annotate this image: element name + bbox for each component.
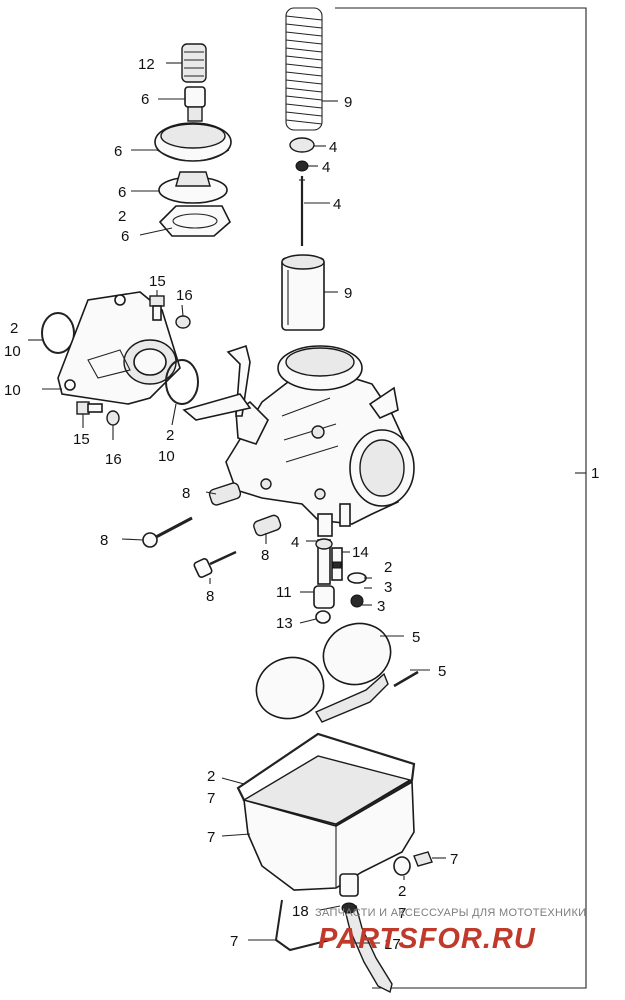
needle-jet bbox=[315, 538, 333, 585]
callout-16-lower: 16 bbox=[105, 451, 122, 468]
callout-8-stop-screw: 8 bbox=[100, 532, 108, 549]
o-ring-mid bbox=[165, 359, 199, 405]
callout-6-locknut: 6 bbox=[141, 91, 149, 108]
callout-7-drain-screw: 7 bbox=[450, 851, 458, 868]
tube-clamp bbox=[341, 902, 357, 914]
drain-tube bbox=[343, 905, 393, 994]
top-cap-ring bbox=[154, 122, 232, 162]
float-bowl bbox=[242, 755, 415, 891]
callout-15-upper: 15 bbox=[149, 273, 166, 290]
callout-2-gasket: 2 bbox=[118, 208, 126, 225]
callout-10-mid: 10 bbox=[158, 448, 175, 465]
main-jet bbox=[315, 610, 331, 624]
callout-6-cap: 6 bbox=[118, 184, 126, 201]
callout-13: 13 bbox=[276, 615, 293, 632]
callout-7-drain: 7 bbox=[398, 905, 406, 922]
callout-2-seat: 2 bbox=[384, 559, 392, 576]
bolt-lower bbox=[76, 401, 103, 415]
callout-3-valve: 3 bbox=[377, 598, 385, 615]
throttle-slide bbox=[281, 254, 325, 331]
callout-4-needle: 4 bbox=[333, 196, 341, 213]
callout-17: 17 bbox=[384, 936, 401, 953]
callout-9-spring: 9 bbox=[344, 94, 352, 111]
pilot-screw bbox=[193, 550, 237, 579]
slow-jet bbox=[331, 547, 343, 581]
callout-2-mid: 2 bbox=[166, 427, 174, 444]
callout-15-lower: 15 bbox=[73, 431, 90, 448]
float-pin bbox=[393, 670, 419, 688]
callout-4-retainer: 4 bbox=[329, 139, 337, 156]
callout-14: 14 bbox=[352, 544, 369, 561]
callout-7-bowl: 7 bbox=[207, 829, 215, 846]
breather-tube-clip bbox=[274, 899, 331, 952]
callout-5-pin: 5 bbox=[438, 663, 446, 680]
stop-screw-spring bbox=[253, 514, 282, 537]
callout-7-tube: 7 bbox=[230, 933, 238, 950]
washer-upper bbox=[175, 315, 191, 329]
float-valve-seat bbox=[347, 572, 367, 608]
needle-retainer bbox=[289, 137, 315, 153]
needle-jet-holder bbox=[313, 585, 335, 609]
insulator-manifold bbox=[57, 291, 181, 405]
callout-6-ring: 6 bbox=[114, 143, 122, 160]
watermark: ЗАПЧАСТИ И АКСЕССУАРЫ ДЛЯ МОТОТЕХНИКИ PA… bbox=[315, 907, 586, 955]
callout-2-drain: 2 bbox=[398, 883, 406, 900]
callout-6-gasket: 6 bbox=[121, 228, 129, 245]
jet-needle bbox=[299, 176, 305, 246]
callout-9-slide: 9 bbox=[344, 285, 352, 302]
callout-8-pilot-screw: 8 bbox=[206, 588, 214, 605]
callout-3-seat: 3 bbox=[384, 579, 392, 596]
callout-10-left: 10 bbox=[4, 343, 21, 360]
callout-7-gasket: 7 bbox=[207, 790, 215, 807]
callout-1: 1 bbox=[591, 465, 599, 482]
needle-clip bbox=[295, 160, 309, 172]
assembly-bracket bbox=[335, 7, 587, 989]
carburetor-body bbox=[182, 344, 415, 537]
callout-8-pilot-spring: 8 bbox=[182, 485, 190, 502]
throttle-stop-screw bbox=[142, 516, 193, 548]
drain-fitting bbox=[339, 873, 359, 897]
top-cap bbox=[158, 171, 228, 204]
drain-screw bbox=[393, 851, 433, 876]
callout-5-float: 5 bbox=[412, 629, 420, 646]
watermark-tagline: ЗАПЧАСТИ И АКСЕССУАРЫ ДЛЯ МОТОТЕХНИКИ bbox=[315, 907, 586, 919]
float bbox=[255, 622, 392, 723]
callout-8-stop-spring: 8 bbox=[261, 547, 269, 564]
callout-16-upper: 16 bbox=[176, 287, 193, 304]
locknut bbox=[184, 86, 206, 122]
throttle-spring bbox=[285, 7, 323, 131]
callout-4-needle-jet: 4 bbox=[291, 534, 299, 551]
callout-4-clip: 4 bbox=[322, 159, 330, 176]
callout-18: 18 bbox=[292, 903, 309, 920]
washer-lower bbox=[106, 410, 120, 426]
callout-10-manifold: 10 bbox=[4, 382, 21, 399]
watermark-brand: PARTSFOR.RU bbox=[318, 923, 536, 955]
pilot-screw-spring bbox=[208, 482, 242, 506]
callout-12: 12 bbox=[138, 56, 155, 73]
cap-gasket bbox=[158, 205, 231, 237]
leader-lines bbox=[28, 62, 446, 944]
cable-adjuster bbox=[181, 43, 207, 83]
callout-2-bowl: 2 bbox=[207, 768, 215, 785]
o-ring-left bbox=[41, 312, 75, 354]
callout-2-left: 2 bbox=[10, 320, 18, 337]
callout-numbers: 12 6 6 6 2 6 9 4 4 4 9 15 16 2 10 10 15 … bbox=[4, 56, 458, 953]
callout-11: 11 bbox=[276, 584, 292, 601]
